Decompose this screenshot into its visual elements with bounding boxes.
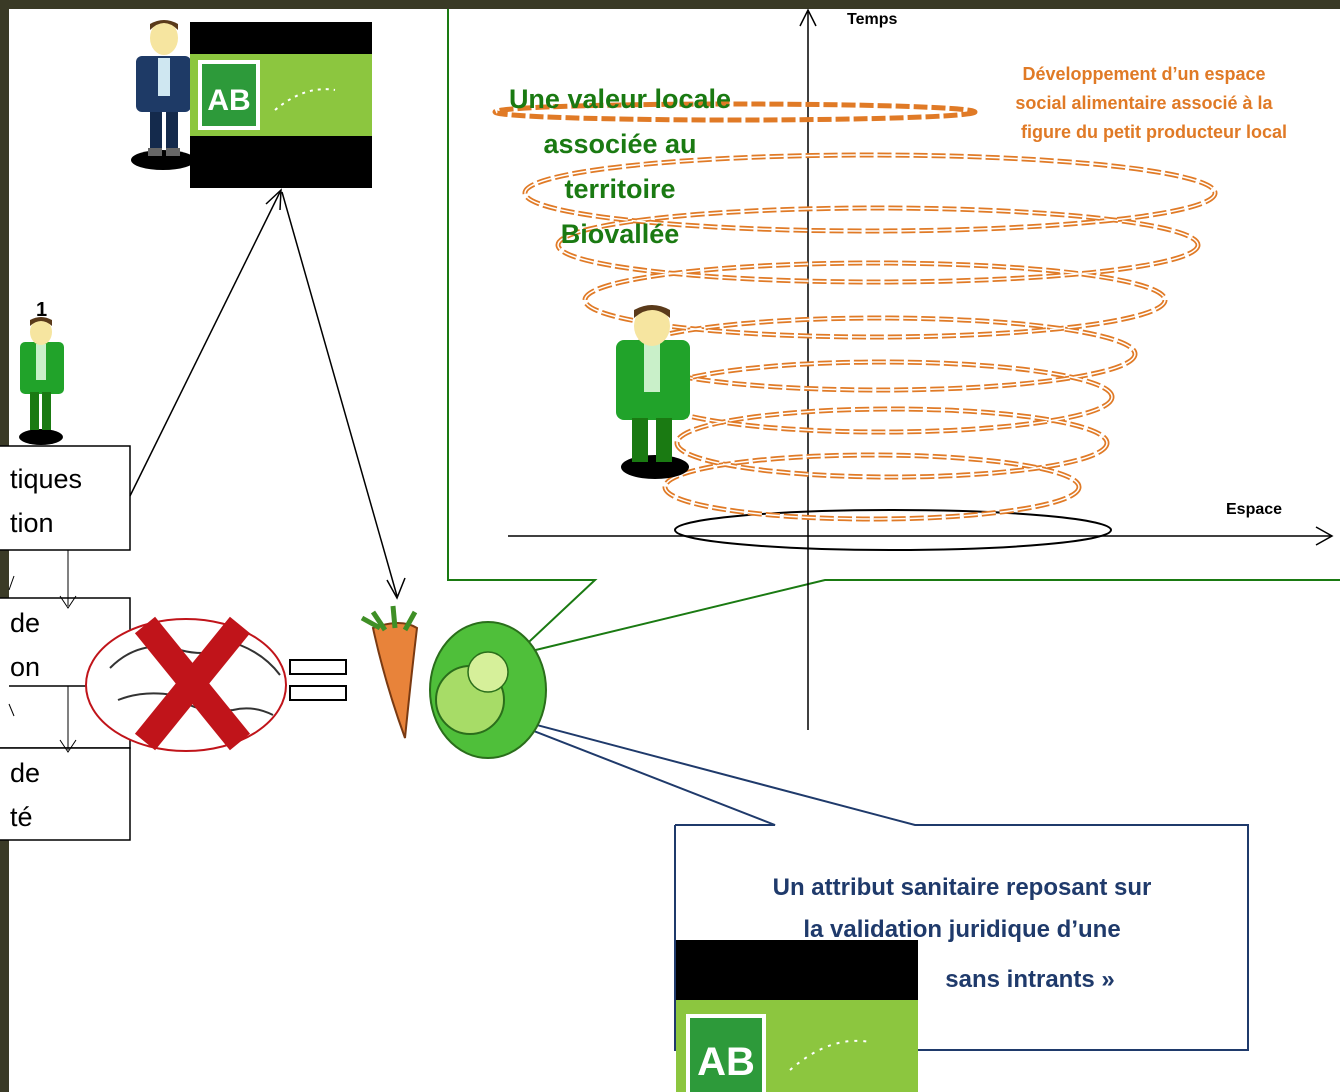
box3-line-2: té [10,802,33,832]
y-axis-label: Temps [847,11,897,28]
base-ellipse [674,509,1112,551]
navy-line-1: Un attribut sanitaire reposant sur [773,874,1152,901]
green-line-1: Une valeur locale [509,84,731,114]
person-green-small-icon [19,317,64,445]
arrow-logo-to-veg [281,191,398,597]
box2-line-1: de [10,608,40,638]
time-axis-arrow [799,8,817,27]
orange-line-2: social alimentaire associé à la [1015,93,1273,113]
navy-line-2: la validation juridique d’une [803,916,1120,943]
box3-line-1: de [10,758,40,788]
orange-spiral [492,101,1218,522]
green-callout-frame [447,9,1340,657]
orange-description: Développement d’un espace social aliment… [1015,64,1287,142]
svg-text:AB: AB [207,84,250,117]
equals-icon [289,659,347,701]
box1-line-2: tion [10,508,54,538]
box1-line-1: tiques [10,464,82,494]
left-box-3 [0,747,131,841]
green-line-3: territoire [564,174,675,204]
svg-text:AB: AB [697,1040,755,1084]
navy-line-3: sans intrants » [945,966,1114,993]
person-navy-icon [131,20,195,170]
orange-line-3: figure du petit producteur local [1021,122,1287,142]
green-line-2: associée au [543,129,696,159]
navy-description: Un attribut sanitaire reposant sur la va… [773,874,1152,993]
person-green-large-icon [616,305,690,479]
orange-line-1: Développement d’un espace [1022,64,1265,84]
green-title: Une valeur locale associée au territoire… [509,84,731,249]
box2-line-2: on [10,652,40,682]
frame-top [0,0,1340,9]
lettuce-icon [429,621,547,759]
crossed-handshake-icon [85,616,287,752]
ab-logo-top: AB [190,22,372,188]
carrot-icon [360,605,419,739]
left-box-1 [0,445,131,551]
space-axis-arrow [1315,526,1334,546]
x-axis-label: Espace [1226,501,1282,518]
arrow-logo-to-box [129,191,281,497]
green-line-4: Biovallée [561,219,680,249]
number-one-label: 1 [36,299,47,321]
